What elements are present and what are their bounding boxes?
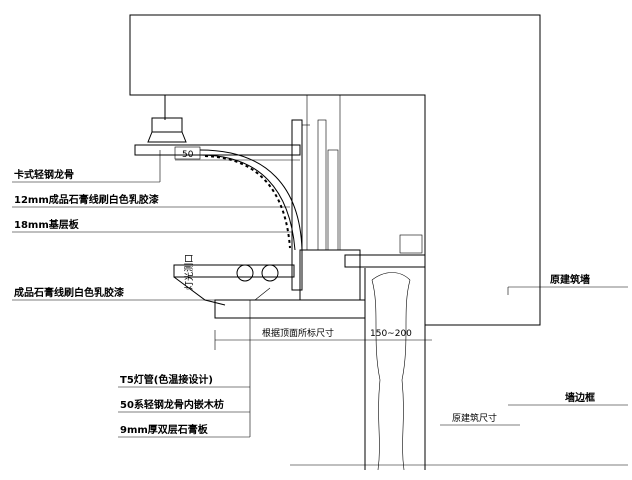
ceiling-board xyxy=(134,144,301,160)
label-wall-frame: 墙边框 xyxy=(565,391,595,404)
label-light-steel-keel: 卡式轻钢龙骨 xyxy=(14,168,74,181)
label-original-size: 原建筑尺寸 xyxy=(452,412,497,424)
label-gypsum-line: 成品石膏线刷白色乳胶漆 xyxy=(14,286,124,299)
leader-lines xyxy=(12,150,628,466)
label-vertical-note: 灯光测口 xyxy=(183,254,195,290)
label-t5-tube: T5灯管(色温接设计) xyxy=(120,373,213,386)
label-keel-wood: 50系轻钢龙骨内嵌木枋 xyxy=(120,398,224,411)
label-dim-50: 50 xyxy=(182,150,194,160)
dimension-lines xyxy=(175,159,432,350)
curved-gypsum-line xyxy=(199,149,303,251)
wall-frame-column xyxy=(364,268,426,471)
label-gypsum-board-9mm: 9mm厚双层石膏板 xyxy=(120,423,209,436)
label-dim-150-200: 150~200 xyxy=(370,329,412,339)
label-ceiling-size: 根据顶面所标尺寸 xyxy=(262,327,334,339)
label-base-board-18mm: 18mm基层板 xyxy=(14,218,80,231)
label-original-wall: 原建筑墙 xyxy=(550,273,590,286)
suspension-hanger xyxy=(147,95,187,143)
light-trough xyxy=(173,234,426,319)
vertical-frame xyxy=(291,95,341,291)
label-gypsum-line-12mm: 12mm成品石膏线刷白色乳胶漆 xyxy=(14,193,159,206)
